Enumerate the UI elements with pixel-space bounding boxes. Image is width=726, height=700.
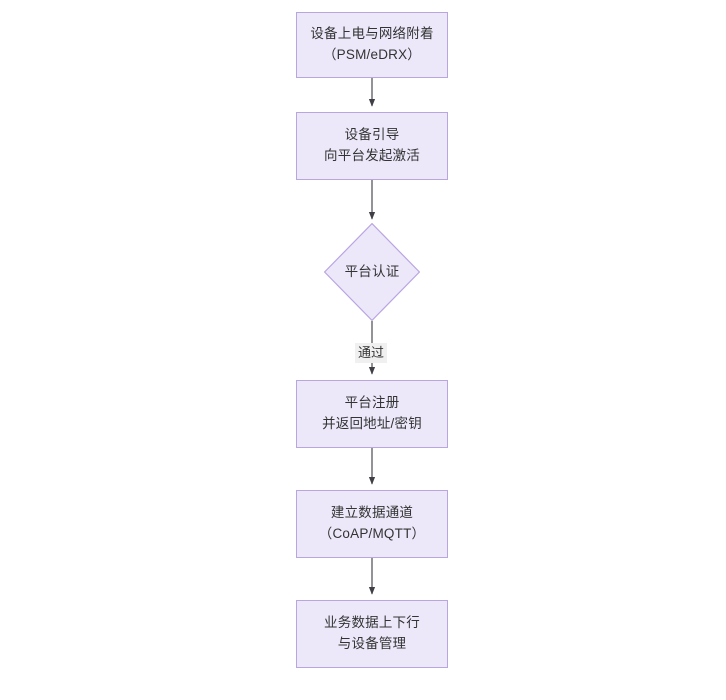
node-label-line: 设备上电与网络附着 [310, 26, 434, 42]
node-label-line: 平台注册 [344, 395, 400, 411]
node-label-line: 向平台发起激活 [324, 148, 420, 163]
node-platform-auth-decision[interactable]: 平台认证 [324, 223, 420, 321]
node-platform-register[interactable]: 平台注册 并返回地址/密钥 [296, 380, 448, 448]
node-label-line: 并返回地址/密钥 [322, 416, 422, 431]
diamond-shape [324, 223, 420, 321]
node-label-line: 建立数据通道 [330, 505, 414, 521]
node-label-line: （CoAP/MQTT） [318, 526, 426, 541]
node-business-data-and-device-mgmt[interactable]: 业务数据上下行 与设备管理 [296, 600, 448, 668]
node-device-power-on[interactable]: 设备上电与网络附着 （PSM/eDRX） [296, 12, 448, 78]
node-label-line: （PSM/eDRX） [322, 47, 422, 62]
node-establish-data-channel[interactable]: 建立数据通道 （CoAP/MQTT） [296, 490, 448, 558]
node-label-line: 业务数据上下行 [324, 615, 420, 631]
node-label-line: 设备引导 [344, 127, 400, 143]
edge-label-pass: 通过 [355, 343, 388, 364]
node-label-line: 平台认证 [344, 263, 400, 279]
node-label-line: 与设备管理 [337, 636, 407, 651]
node-device-bootstrap[interactable]: 设备引导 向平台发起激活 [296, 112, 448, 180]
